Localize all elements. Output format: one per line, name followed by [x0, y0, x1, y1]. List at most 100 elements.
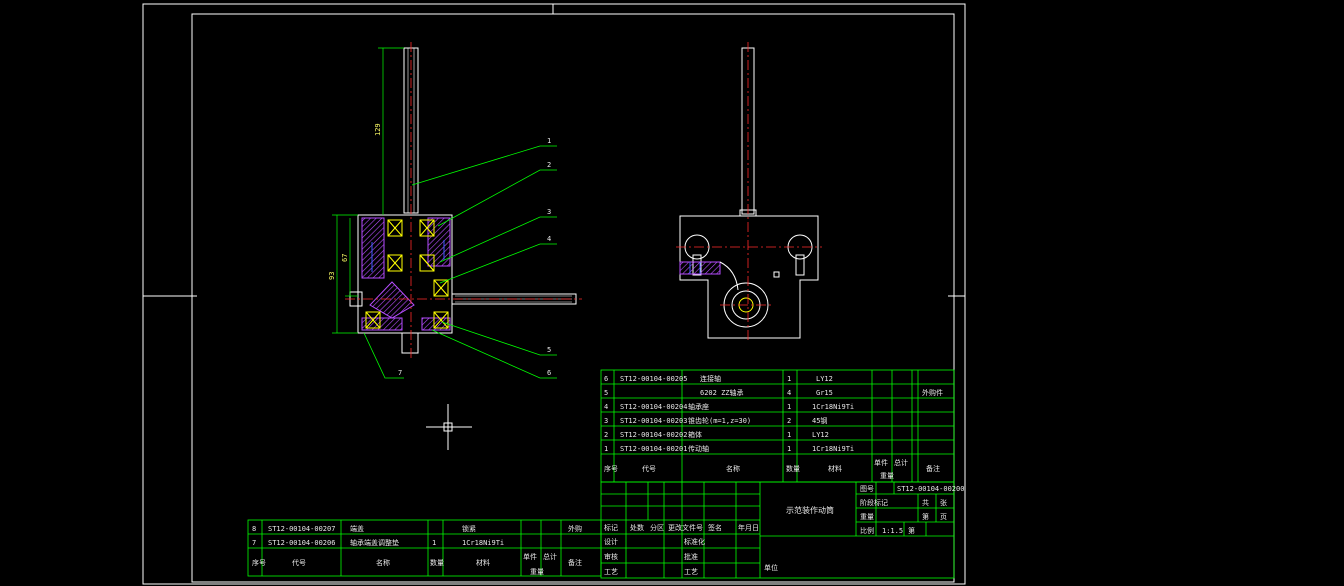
- callout-numbers: 1 2 3 4 5 6 7: [398, 137, 551, 377]
- svg-text:第: 第: [908, 526, 915, 535]
- svg-text:处数: 处数: [630, 523, 644, 532]
- dimension-93: 93: [328, 272, 336, 280]
- svg-text:1: 1: [604, 445, 608, 453]
- svg-text:锥齿轮(m=1,z=30): 锥齿轮(m=1,z=30): [688, 416, 751, 425]
- svg-text:分区: 分区: [650, 523, 664, 532]
- svg-text:轴承座: 轴承座: [688, 402, 709, 411]
- svg-text:备注: 备注: [568, 558, 582, 567]
- drawing-frame: [142, 3, 966, 585]
- svg-text:ST12-00104-00206: ST12-00104-00206: [268, 539, 335, 547]
- svg-text:阶段标记: 阶段标记: [860, 498, 888, 507]
- svg-text:连接轴: 连接轴: [700, 374, 721, 383]
- svg-text:名称: 名称: [726, 464, 740, 473]
- svg-text:审核: 审核: [604, 552, 618, 561]
- svg-text:5: 5: [604, 389, 608, 397]
- svg-text:工艺: 工艺: [604, 568, 618, 576]
- svg-text:总计: 总计: [894, 458, 908, 467]
- callout-7: 7: [398, 369, 402, 377]
- svg-text:2: 2: [604, 431, 608, 439]
- svg-text:页: 页: [940, 513, 947, 521]
- svg-text:共: 共: [922, 498, 929, 507]
- svg-text:第: 第: [922, 512, 929, 521]
- svg-text:ST12-00104-00204: ST12-00104-00204: [620, 403, 687, 411]
- svg-text:6: 6: [604, 375, 608, 383]
- dimension-129: 129: [374, 123, 382, 136]
- section-view: [332, 42, 582, 358]
- bom-main-rows: 6 ST12-00104-00205 连接轴 1 LY12 外购件 5 6202…: [604, 374, 943, 480]
- svg-text:4: 4: [787, 389, 791, 397]
- svg-text:8: 8: [252, 525, 256, 533]
- drawing-number: ST12-00104-00200: [897, 485, 964, 493]
- svg-text:1: 1: [787, 431, 791, 439]
- svg-text:端盖: 端盖: [350, 524, 364, 533]
- svg-text:单件: 单件: [874, 458, 888, 467]
- svg-text:数量: 数量: [786, 464, 800, 473]
- svg-text:数量: 数量: [430, 558, 444, 567]
- svg-text:重量: 重量: [860, 513, 874, 521]
- svg-text:材料: 材料: [476, 558, 490, 567]
- svg-text:3: 3: [604, 417, 608, 425]
- svg-text:外购件: 外购件: [922, 388, 943, 397]
- svg-text:年月日: 年月日: [738, 523, 759, 532]
- svg-text:45钢: 45钢: [812, 416, 827, 425]
- table-row: 8 ST12-00104-00207 端盖 锁紧 外购: [252, 524, 582, 533]
- title-block-text: 示范装作动筒 ST12-00104-00200 1:1.5 图号 阶段标记 重量…: [604, 485, 964, 576]
- callout-6: 6: [547, 369, 551, 377]
- svg-text:ST12-00104-00205: ST12-00104-00205: [620, 375, 687, 383]
- svg-text:序号: 序号: [252, 558, 266, 567]
- svg-text:重量: 重量: [880, 472, 894, 480]
- svg-text:签名: 签名: [708, 523, 722, 532]
- table-row: 1 ST12-00104-00201 传动轴 1 1Cr18Ni9Ti: [604, 444, 854, 453]
- svg-text:张: 张: [940, 498, 947, 507]
- svg-text:LY12: LY12: [812, 431, 829, 439]
- dimension-67: 67: [341, 254, 349, 262]
- svg-text:标准化: 标准化: [684, 537, 705, 546]
- svg-text:1Cr18Ni9Ti: 1Cr18Ni9Ti: [462, 539, 504, 547]
- svg-text:1Cr18Ni9Ti: 1Cr18Ni9Ti: [812, 403, 854, 411]
- title-block-grid: [600, 481, 955, 579]
- svg-text:ST12-00104-00201: ST12-00104-00201: [620, 445, 687, 453]
- svg-text:1: 1: [787, 375, 791, 383]
- table-row: 6 ST12-00104-00205 连接轴 1 LY12 外购件: [604, 374, 943, 397]
- callout-5: 5: [547, 346, 551, 354]
- svg-text:名称: 名称: [376, 558, 390, 567]
- svg-text:单位: 单位: [764, 563, 778, 572]
- svg-text:7: 7: [252, 539, 256, 547]
- drawing-title: 示范装作动筒: [786, 505, 834, 515]
- svg-text:Gr15: Gr15: [816, 389, 833, 397]
- table-row: 4 ST12-00104-00204 轴承座 1 1Cr18Ni9Ti: [604, 402, 854, 411]
- svg-text:比例: 比例: [860, 526, 874, 535]
- callout-2: 2: [547, 161, 551, 169]
- svg-text:更改文件号: 更改文件号: [668, 523, 703, 532]
- svg-text:序号: 序号: [604, 464, 618, 473]
- table-row: 3 ST12-00104-00203 锥齿轮(m=1,z=30) 2 45钢: [604, 416, 827, 425]
- svg-text:ST12-00104-00202: ST12-00104-00202: [620, 431, 687, 439]
- callout-1: 1: [547, 137, 551, 145]
- svg-text:ST12-00104-00207: ST12-00104-00207: [268, 525, 335, 533]
- svg-text:单件: 单件: [523, 552, 537, 561]
- svg-text:设计: 设计: [604, 537, 618, 546]
- table-row: 5 6202 ZZ轴承 4 Gr15: [604, 388, 833, 397]
- svg-text:箱体: 箱体: [688, 430, 702, 439]
- svg-text:图号: 图号: [860, 485, 874, 493]
- svg-text:6202 ZZ轴承: 6202 ZZ轴承: [700, 388, 744, 397]
- svg-text:总计: 总计: [543, 552, 557, 561]
- svg-text:LY12: LY12: [816, 375, 833, 383]
- svg-text:标记: 标记: [604, 523, 618, 532]
- svg-text:工艺: 工艺: [684, 568, 698, 576]
- drawing-scale: 1:1.5: [882, 527, 903, 535]
- callout-3: 3: [547, 208, 551, 216]
- svg-text:批准: 批准: [684, 552, 698, 561]
- svg-text:材料: 材料: [828, 464, 842, 473]
- svg-text:传动轴: 传动轴: [688, 444, 709, 453]
- svg-text:1: 1: [432, 539, 436, 547]
- side-view: [676, 42, 822, 342]
- cursor-crosshair[interactable]: [426, 404, 472, 450]
- svg-text:ST12-00104-00203: ST12-00104-00203: [620, 417, 687, 425]
- dimension-labels: 129 67 93: [328, 123, 382, 280]
- svg-text:2: 2: [787, 417, 791, 425]
- svg-text:备注: 备注: [926, 464, 940, 473]
- svg-text:代号: 代号: [642, 464, 656, 473]
- table-row: 2 ST12-00104-00202 箱体 1 LY12: [604, 430, 829, 439]
